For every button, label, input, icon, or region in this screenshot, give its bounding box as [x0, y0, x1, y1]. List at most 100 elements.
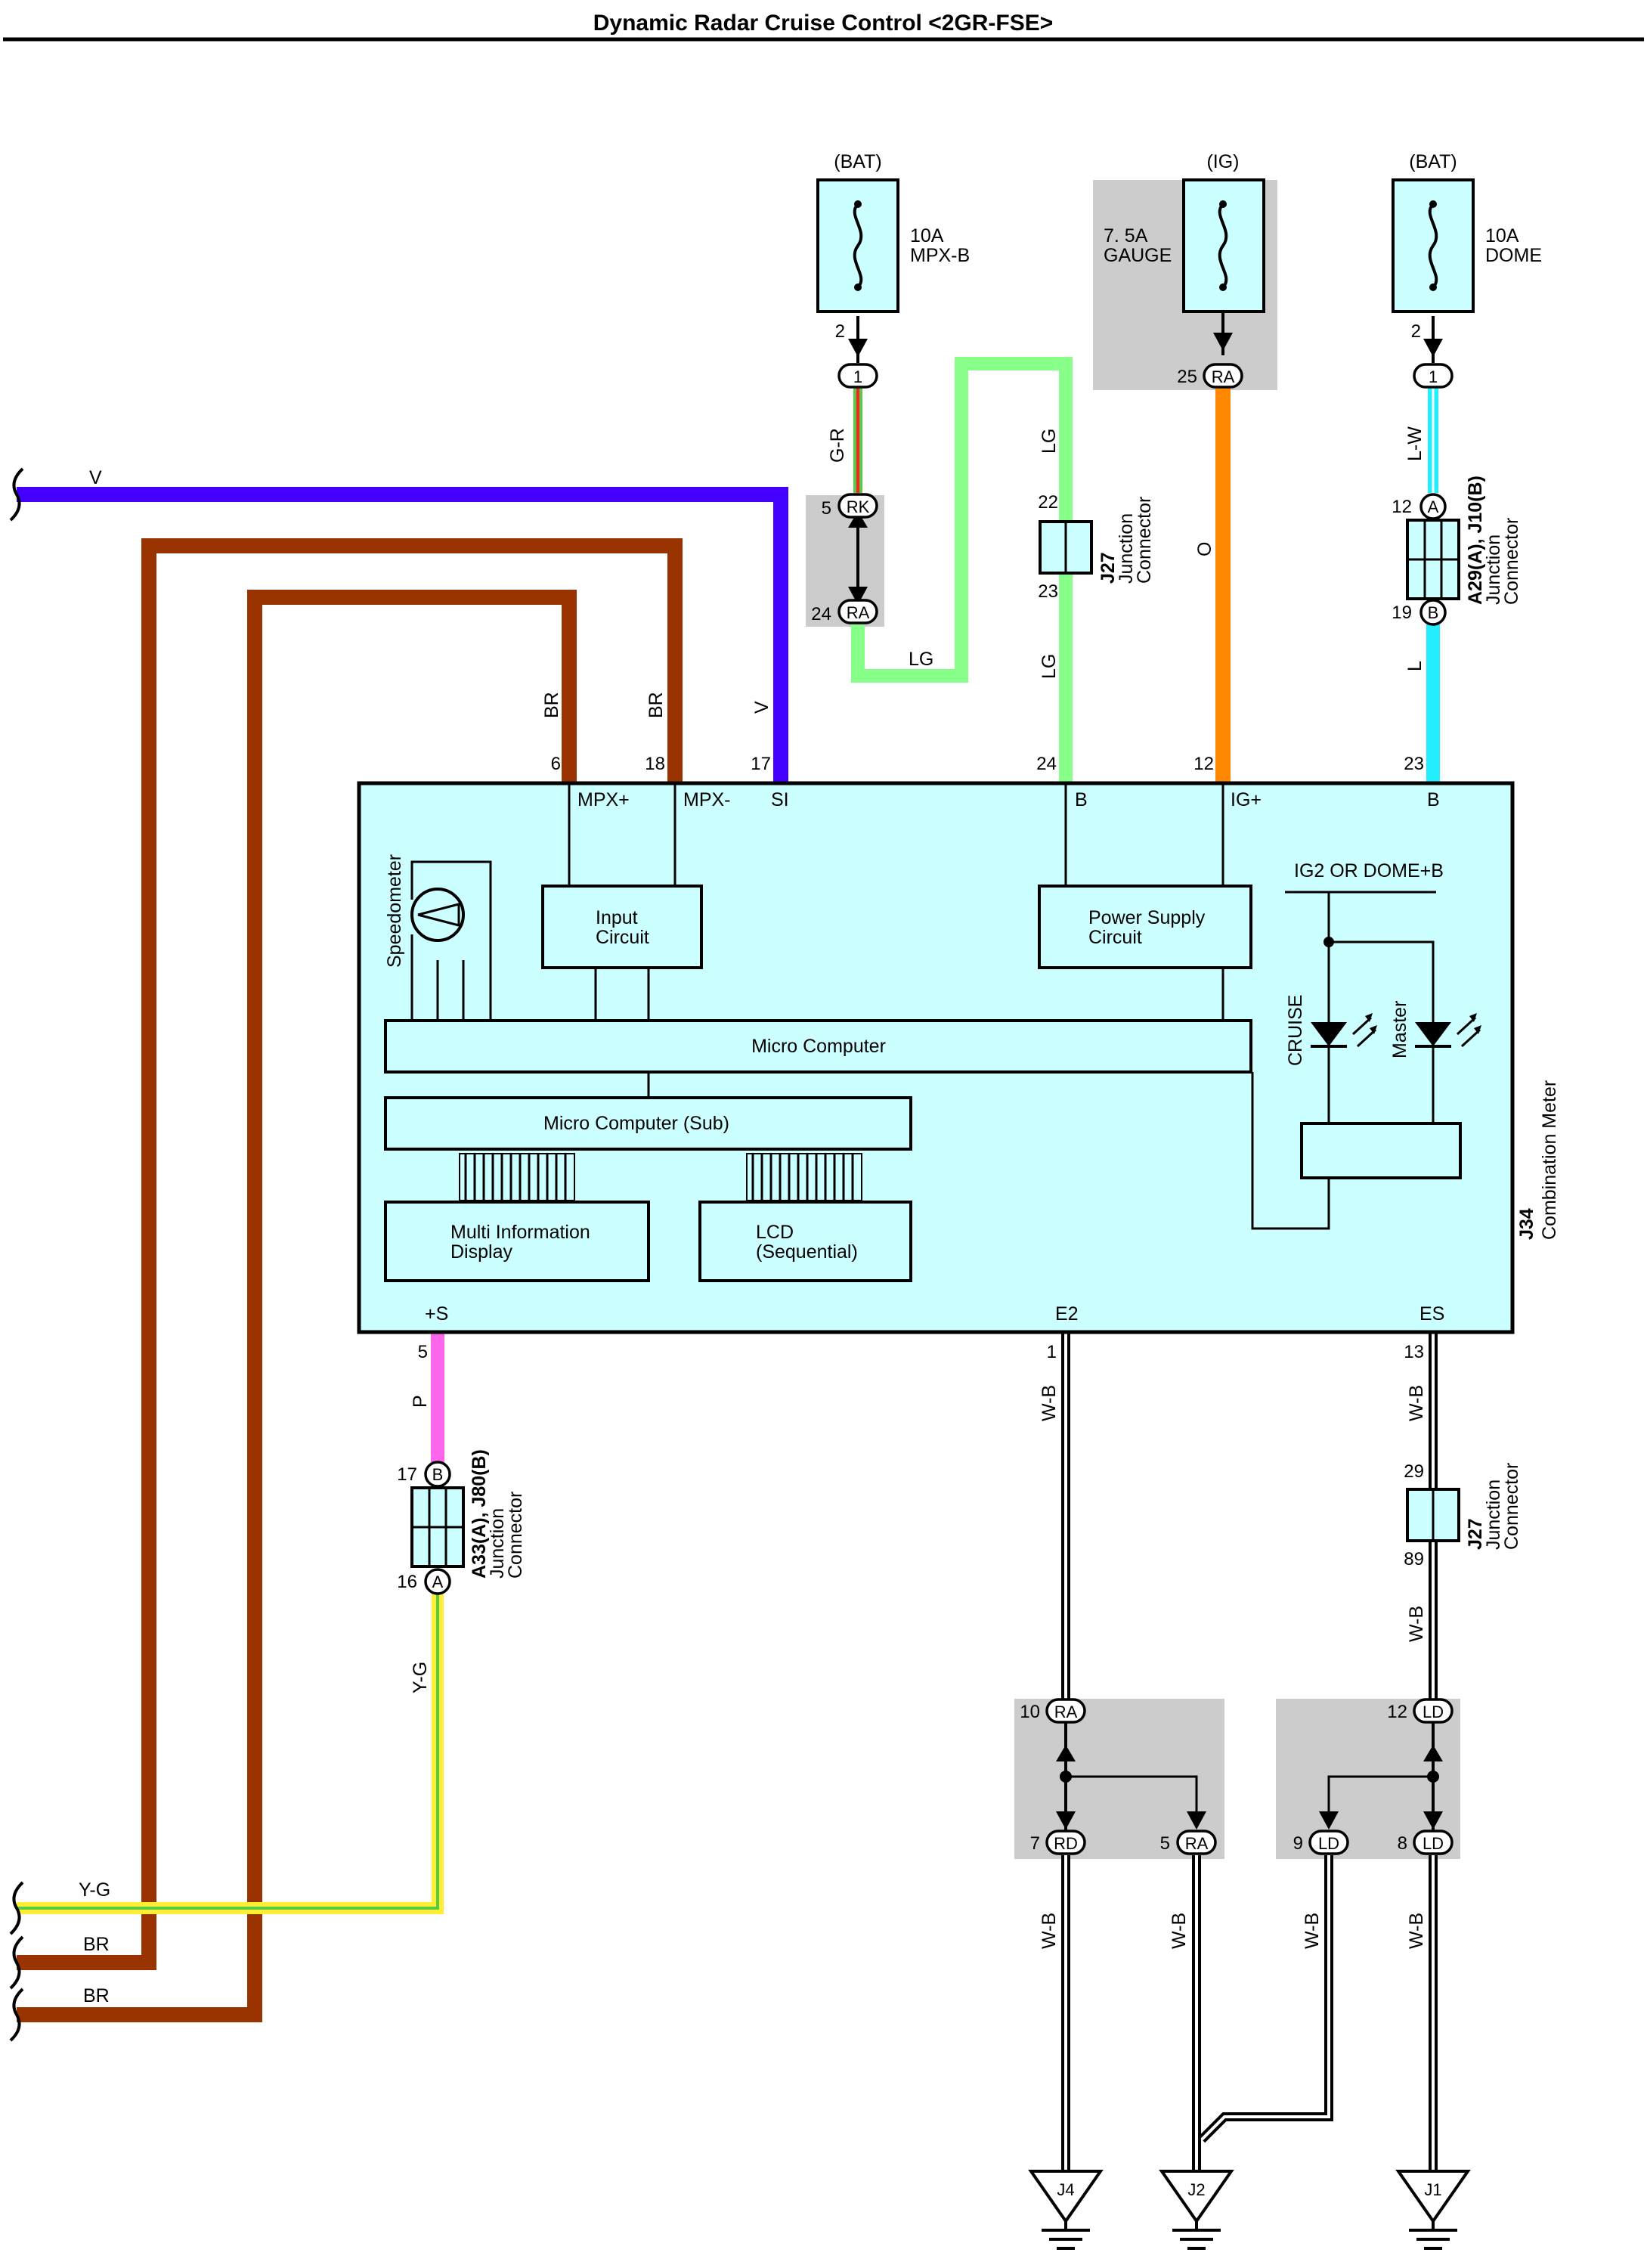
tab-es-left [1308, 1830, 1349, 1855]
tab-mpx-rk [837, 493, 878, 519]
pin-mpx-rk: 5 [822, 498, 831, 519]
pin-meter-mpxm: 18 [645, 754, 665, 774]
label-wb-e2: W-B [1039, 1385, 1060, 1421]
wire-br-2 [17, 590, 577, 2022]
pin-es-left: 9 [1293, 1833, 1303, 1854]
terminal-mpx-minus: MPX- [683, 789, 731, 810]
label-l: L [1404, 661, 1426, 671]
cruise-led-icon [1311, 1013, 1377, 1048]
connector-tabs: 1 RK RA RA 1 A B B A RA RD RA LD LD LD [424, 363, 1454, 1855]
ig2-label: IG2 OR DOME+B [1294, 860, 1444, 881]
fuse1-name: MPX-B [910, 245, 970, 266]
pin-meter-b1: 24 [1036, 754, 1057, 774]
tab-a33-a-label: A [432, 1572, 444, 1591]
label-wb-g4: W-B [1406, 1913, 1427, 1949]
ground-j1-label: J1 [1424, 2180, 1441, 2199]
break-symbol-v [9, 467, 24, 522]
wire-v [17, 487, 788, 783]
label-v: V [751, 701, 772, 714]
pin-meter-ig: 12 [1193, 754, 1214, 774]
pin-es-top: 12 [1387, 1702, 1407, 1722]
lcd-line-2: (Sequential) [756, 1241, 858, 1263]
pin-meter-b2: 23 [1404, 754, 1424, 774]
label-wb-g1: W-B [1039, 1913, 1060, 1949]
tab-e2-right-label: RA [1185, 1834, 1209, 1853]
tab-e2-top-label: RA [1054, 1703, 1078, 1721]
tab-e2-right [1176, 1830, 1217, 1855]
tab-a33-b-label: B [432, 1465, 444, 1484]
e2-splice-dot [1060, 1771, 1072, 1783]
mid-line-1: Multi Information [450, 1222, 590, 1243]
a33-type-2: Connector [505, 1492, 526, 1579]
ground-j1: J1 [1395, 2170, 1471, 2250]
tab-j10-a-label: A [1428, 497, 1439, 516]
bus-mid [459, 1153, 575, 1201]
led-junction-dot [1323, 937, 1334, 947]
terminal-si: SI [771, 789, 789, 810]
mid-line-2: Display [450, 1241, 512, 1263]
pin-a33-a: 16 [397, 1572, 417, 1592]
tab-es-right [1413, 1830, 1454, 1855]
pin-meter-s: 5 [418, 1342, 428, 1362]
arrowheads [848, 333, 1443, 1830]
meter-connector-id: J34 [1516, 1208, 1537, 1240]
fuse3-name: DOME [1485, 245, 1542, 266]
fuse1-rating: 10A [910, 225, 944, 246]
j27-top-box [1039, 520, 1093, 575]
label-br-left2: BR [83, 1985, 110, 2006]
mid-block [384, 1201, 650, 1282]
power-supply-label: Power Supply Circuit [1088, 907, 1210, 948]
terminal-b2: B [1427, 789, 1440, 810]
tab-dome-top-label: 1 [1429, 367, 1438, 386]
tab-es-left-label: LD [1318, 1834, 1339, 1853]
pin-a33-b: 17 [397, 1464, 417, 1485]
fuse1-source: (BAT) [834, 151, 881, 172]
tab-dome-top [1413, 363, 1454, 389]
meter-internal-leads [410, 783, 1435, 1230]
input-circuit-block [541, 885, 703, 969]
tab-es-right-label: LD [1423, 1834, 1444, 1853]
wire-br-1 [17, 538, 683, 1970]
power-supply-block [1038, 885, 1252, 969]
terminal-e2: E2 [1055, 1303, 1079, 1325]
fuse3-source: (BAT) [1409, 151, 1457, 172]
pin-j27-in: 22 [1038, 492, 1058, 513]
terminal-es: ES [1419, 1303, 1444, 1325]
j27-top-type-2: Connector [1134, 497, 1155, 584]
meter-connector-type: Combination Meter [1539, 1080, 1560, 1240]
pin-meter-mpxp: 6 [551, 754, 561, 774]
break-symbol-yg [9, 1881, 24, 1935]
tab-mpx-top-label: 1 [853, 367, 862, 386]
ground-j2: J2 [1159, 2170, 1234, 2250]
input-circuit-line-1: Input [596, 907, 638, 928]
pin-es-right: 8 [1398, 1833, 1407, 1854]
pin-e2-right: 5 [1160, 1833, 1170, 1854]
label-lg-low: LG [1039, 654, 1060, 679]
fuse2-rating: 7. 5A [1104, 225, 1148, 246]
tab-gauge [1203, 363, 1243, 389]
j27-bottom-type-2: Connector [1501, 1463, 1522, 1550]
label-v-left: V [89, 467, 102, 488]
wire-color-labels: V G-R LG LG LG O L-W L BR BR V P Y-G W-B… [79, 426, 1427, 2006]
bus-lcd [746, 1153, 862, 1201]
es-splice-branch [1327, 1775, 1433, 1822]
tab-a33-a [424, 1568, 451, 1595]
label-br1: BR [541, 692, 562, 718]
a33-type-1: Junction [487, 1508, 508, 1579]
ground-j4: J4 [1028, 2170, 1104, 2250]
tab-mpx-top [837, 363, 878, 389]
fuse3-pin: 2 [1411, 321, 1421, 342]
pin-dome-out: 19 [1392, 603, 1412, 623]
a33-id: A33(A), J80(B) [469, 1449, 490, 1579]
tab-mpx-rk-label: RK [847, 497, 870, 516]
tab-e2-left [1045, 1830, 1086, 1855]
fuse3-rating: 10A [1485, 225, 1519, 246]
wire-yg [17, 1582, 444, 1914]
pin-meter-es: 13 [1404, 1342, 1424, 1362]
j27-bottom-box [1406, 1488, 1460, 1542]
lcd-label: LCD (Sequential) [756, 1222, 858, 1263]
terminal-ig-plus: IG+ [1231, 789, 1262, 810]
fuse-gauge: (IG) 7. 5A GAUGE [1104, 151, 1265, 313]
label-br-left1: BR [83, 1934, 110, 1955]
